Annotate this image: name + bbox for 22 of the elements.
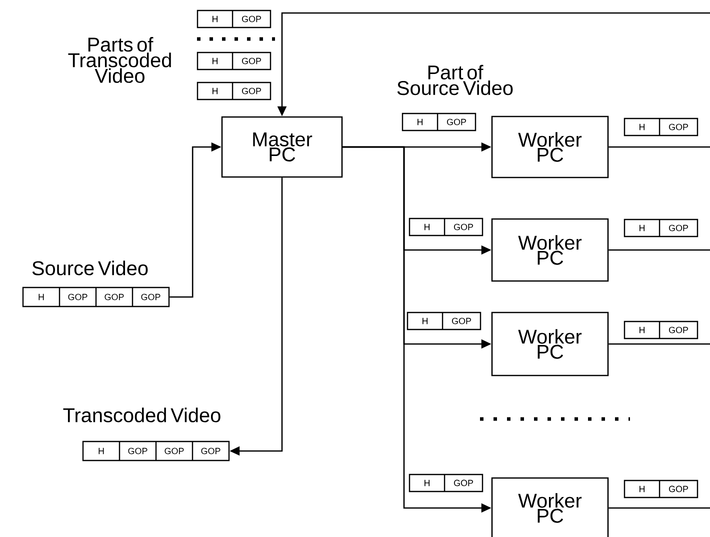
packet-box: H GOP [196,52,272,70]
packet-box: H GOP [624,218,698,238]
caption-text: Part of Source Video [397,64,513,96]
caption-text: Parts of Transcoded Video [68,37,171,83]
packet-box: H GOP [196,10,272,28]
computer-box: Worker PC [491,477,609,537]
caption-text: Transcoded Video [63,408,220,422]
packet-box: H GOP [624,320,698,340]
caption-text: Source Video [32,260,148,276]
packet-box: H GOP [406,312,482,330]
computer-box: Master PC [221,116,343,178]
computer-box: Worker PC [491,116,609,178]
packet-box: H GOP [402,112,476,132]
packet-box: H GOP [408,474,484,492]
packet-box: H GOP [408,218,484,236]
computer-box: Worker PC [491,312,609,376]
packet-box: H GOP [624,480,698,498]
video-strip: H GOP GOP GOP [82,440,230,462]
packet-box: H GOP [624,118,698,136]
packet-box: H GOP [196,82,272,100]
computer-box: Worker PC [491,218,609,282]
video-strip: H GOP GOP GOP [22,286,170,308]
